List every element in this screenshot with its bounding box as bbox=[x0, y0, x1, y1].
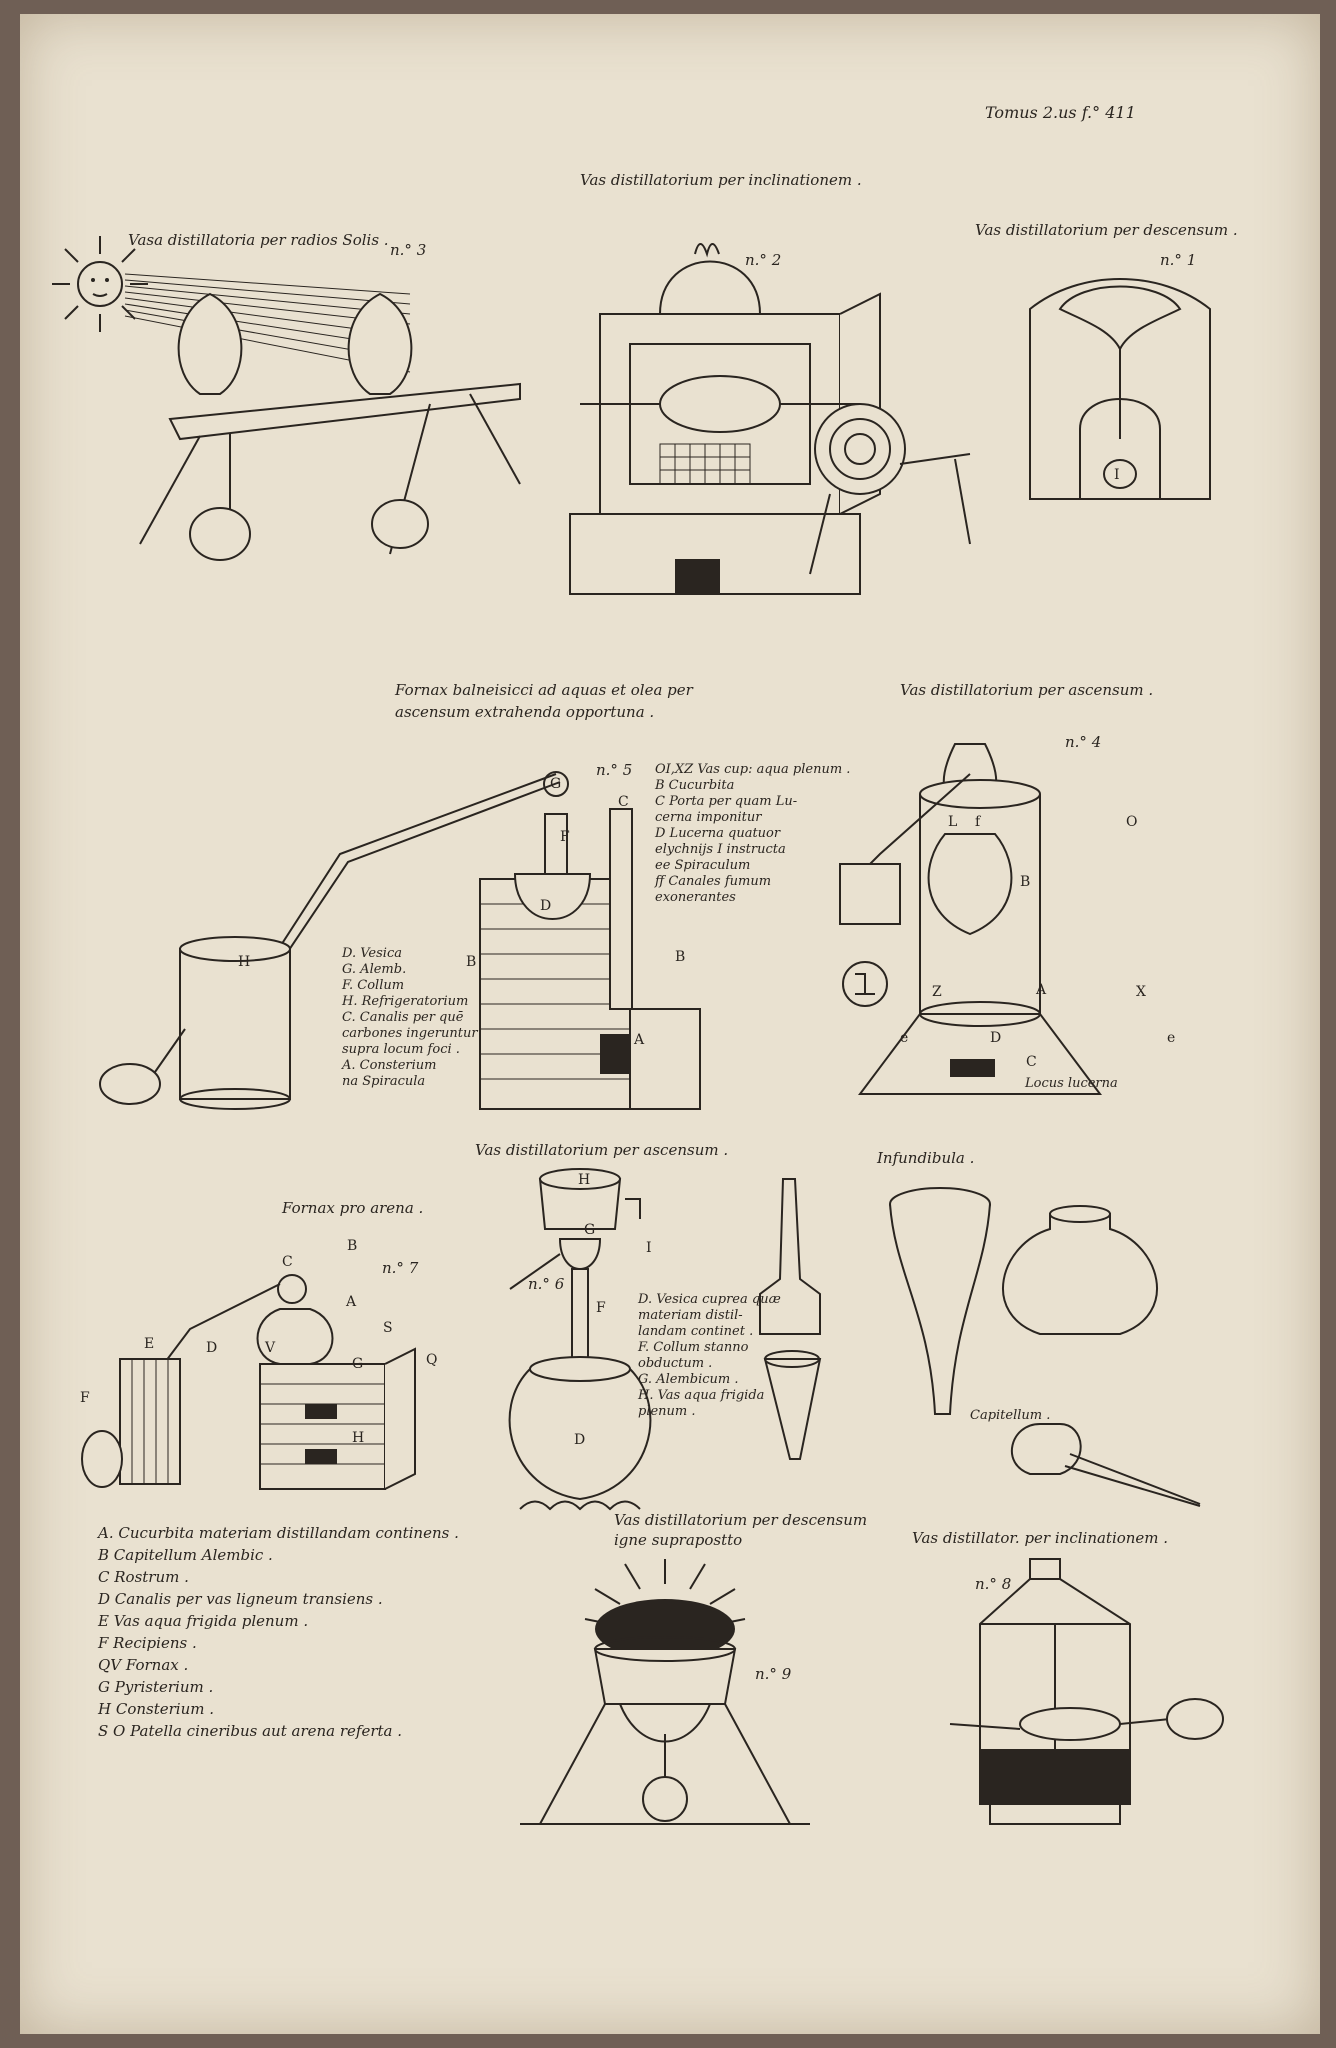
fig5-letter-c: C bbox=[618, 794, 629, 810]
fig5-legend-right: OI,XZ Vas cup: aqua plenum . B Cucurbita… bbox=[655, 762, 851, 905]
fig4-letter-z: Z bbox=[932, 984, 942, 1000]
fig2-inclination-furnace-illustration bbox=[560, 224, 980, 604]
sun-icon bbox=[52, 236, 148, 332]
fig7-letter-a: A bbox=[346, 1294, 357, 1310]
fig6-legend: D. Vesica cuprea quæ materiam distil- la… bbox=[638, 1292, 781, 1419]
fig8-number: n.° 8 bbox=[975, 1575, 1012, 1593]
engraved-plate: Tomus 2.us f.° 411 Vasa distillatoria pe… bbox=[20, 14, 1320, 2034]
fig6-letter-i: I bbox=[646, 1240, 652, 1256]
infundibula-funnels-illustration bbox=[860, 1174, 1220, 1514]
fig7-title: Fornax pro arena . bbox=[282, 1199, 424, 1217]
fig8-title: Vas distillator. per inclinationem . bbox=[912, 1529, 1169, 1547]
fig7-letter-d: D bbox=[206, 1340, 218, 1356]
fig7-letter-c: C bbox=[282, 1254, 293, 1270]
fig1-title: Vas distillatorium per descensum . bbox=[975, 221, 1238, 239]
fig9-title-line1: Vas distillatorium per descensum bbox=[614, 1511, 868, 1529]
fig5-letter-g: G bbox=[550, 776, 562, 792]
fig6-title: Vas distillatorium per ascensum . bbox=[475, 1141, 729, 1159]
fig7-number: n.° 7 bbox=[382, 1259, 419, 1277]
fig5-legend-left: D. Vesica G. Alemb. F. Collum H. Refrige… bbox=[342, 946, 478, 1089]
fig5-letter-h: H bbox=[238, 954, 251, 970]
fig4-letter-a: A bbox=[1036, 982, 1047, 998]
fig4-letter-l: L bbox=[948, 814, 958, 830]
page-header: Tomus 2.us f.° 411 bbox=[985, 103, 1136, 122]
fig1-number: n.° 1 bbox=[1160, 251, 1197, 269]
fig3-sun-apparatus-illustration bbox=[50, 224, 520, 564]
fig4-letter-o: O bbox=[1126, 814, 1138, 830]
fig5-letter-d: D bbox=[540, 898, 552, 914]
fig7-letter-q: Q bbox=[426, 1352, 438, 1368]
fig4-letter-c: C bbox=[1026, 1054, 1037, 1070]
fig6-ascent-alembic-illustration bbox=[500, 1159, 840, 1549]
fig4-letter-e-right: e bbox=[1167, 1030, 1176, 1046]
fig7-letter-s: S bbox=[383, 1320, 393, 1336]
fig4-locus-label: Locus lucerna bbox=[1025, 1076, 1118, 1091]
fig2-title: Vas distillatorium per inclinationem . bbox=[580, 171, 862, 189]
fig5-water-bath-furnace-illustration bbox=[90, 754, 710, 1114]
fig6-letter-f: F bbox=[596, 1300, 606, 1316]
fig9-descent-fire-vessel-illustration bbox=[500, 1554, 830, 1834]
fig3-title: Vasa distillatoria per radios Solis . bbox=[128, 231, 389, 249]
fig9-number: n.° 9 bbox=[755, 1665, 792, 1683]
fig4-letter-b: B bbox=[1020, 874, 1031, 890]
fig6-number: n.° 6 bbox=[528, 1275, 565, 1293]
fig8-inclination-tower-illustration bbox=[940, 1554, 1240, 1834]
fig4-letter-e-left: e bbox=[900, 1030, 909, 1046]
fig4-number: n.° 4 bbox=[1065, 733, 1102, 751]
fig5-title-line2: ascensum extrahenda opportuna . bbox=[395, 703, 655, 721]
fig3-number: n.° 3 bbox=[390, 241, 427, 259]
fig5-title-line1: Fornax balneisicci ad aquas et olea per bbox=[395, 681, 693, 699]
bottom-legend: A. Cucurbita materiam distillandam conti… bbox=[98, 1524, 459, 1740]
fig2-number: n.° 2 bbox=[745, 251, 782, 269]
fig1-letter-i: I bbox=[1114, 467, 1120, 483]
fig5-letter-b-left: B bbox=[466, 954, 477, 970]
fig7-sand-furnace-illustration bbox=[80, 1219, 450, 1499]
fig6-letter-h: H bbox=[578, 1172, 591, 1188]
fig5-letter-b-right: B bbox=[675, 949, 686, 965]
fig5-number: n.° 5 bbox=[596, 761, 633, 779]
fig7-letter-b: B bbox=[347, 1238, 358, 1254]
fig7-letter-g: G bbox=[352, 1356, 364, 1372]
capitellum-label: Capitellum . bbox=[970, 1408, 1051, 1423]
fig4-letter-f: f bbox=[975, 814, 981, 830]
fig6-letter-g: G bbox=[584, 1222, 596, 1238]
fig7-letter-f: F bbox=[80, 1390, 90, 1406]
fig7-letter-h: H bbox=[352, 1430, 365, 1446]
fig4-title: Vas distillatorium per ascensum . bbox=[900, 681, 1154, 699]
fig7-letter-e: E bbox=[144, 1336, 155, 1352]
fig7-letter-v: V bbox=[265, 1340, 276, 1356]
fig9-title-line2: igne suprapostto bbox=[614, 1531, 743, 1549]
fig4-ascent-vessel-illustration bbox=[820, 714, 1200, 1114]
infundibula-title: Infundibula . bbox=[877, 1149, 975, 1167]
fig4-letter-x: X bbox=[1136, 984, 1146, 1000]
fig4-letter-d: D bbox=[990, 1030, 1002, 1046]
fig5-letter-a: A bbox=[634, 1032, 645, 1048]
fig5-letter-f: F bbox=[560, 829, 570, 845]
fig6-letter-d: D bbox=[574, 1432, 586, 1448]
fig1-descent-vessel-illustration bbox=[1020, 269, 1220, 509]
